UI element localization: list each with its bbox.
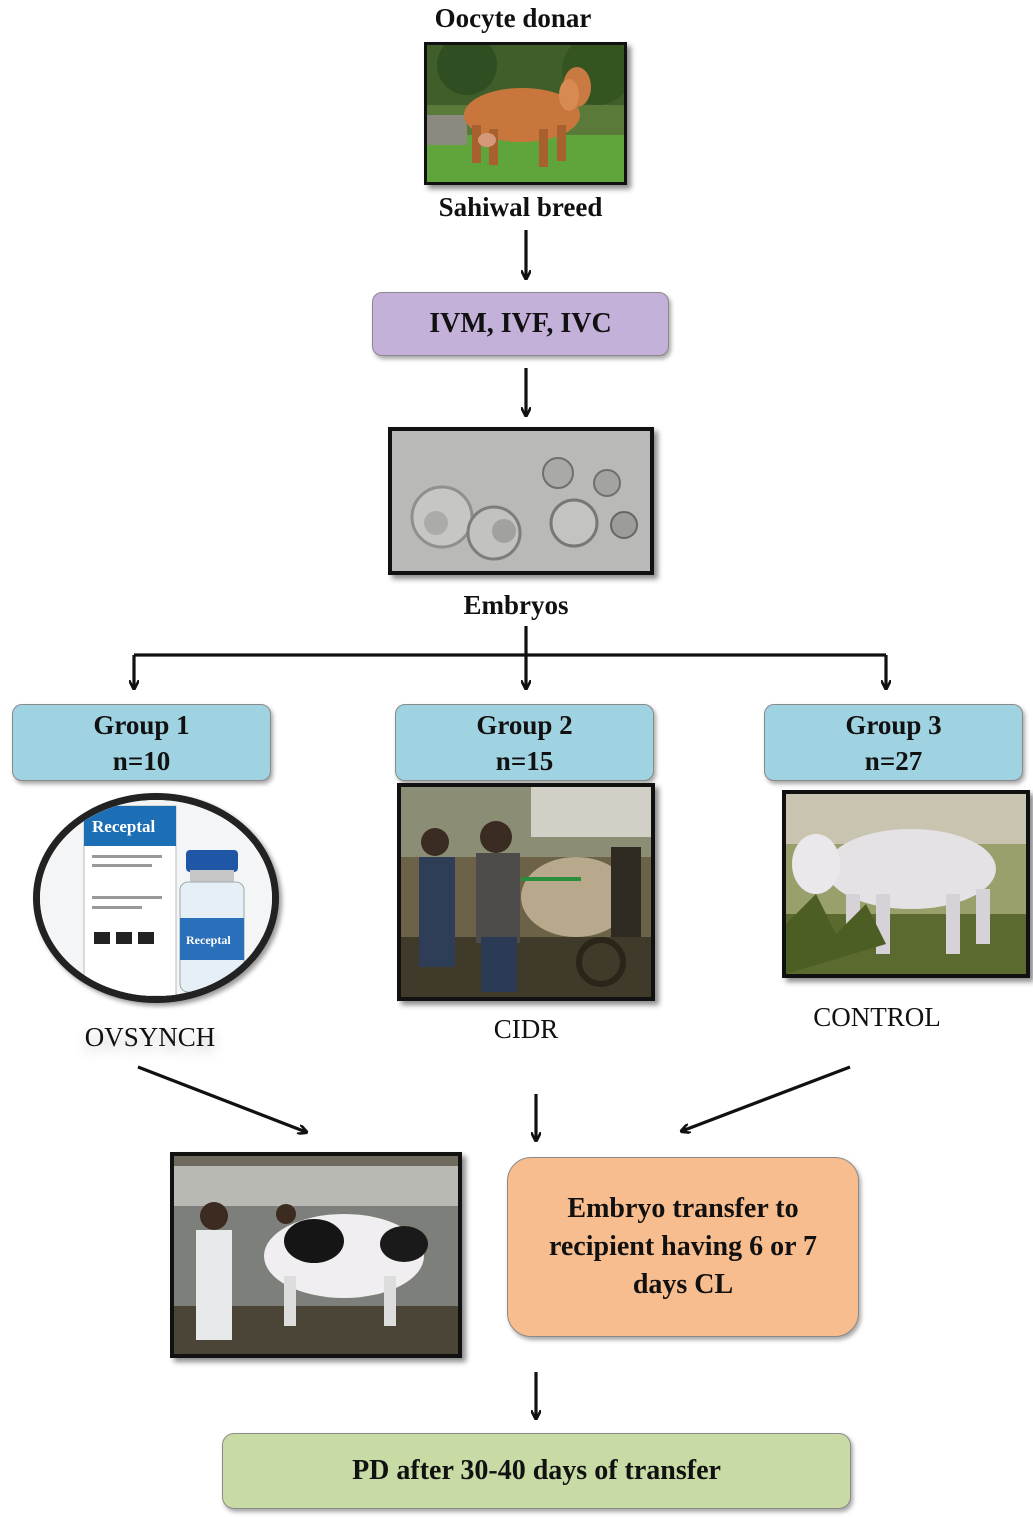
process-box: IVM, IVF, IVC <box>372 292 669 356</box>
cidr-procedure-photo-icon <box>397 783 655 1001</box>
group2-n: n=15 <box>495 745 554 776</box>
vial-brand-text: Receptal <box>92 817 156 836</box>
embryo-microscopy-icon <box>388 427 654 575</box>
transfer-text: Embryo transfer to recipient having 6 or… <box>548 1193 818 1300</box>
process-label: IVM, IVF, IVC <box>429 308 612 339</box>
group3-n: n=27 <box>864 745 923 776</box>
pd-text: PD after 30-40 days of transfer <box>352 1455 721 1486</box>
group2-title: Group 2 <box>476 709 573 740</box>
donor-heading: Oocyte donar <box>434 3 592 33</box>
group1-n: n=10 <box>112 745 171 776</box>
control-cow-photo-icon <box>782 790 1030 978</box>
group1-box: Group 1 n=10 <box>12 704 271 781</box>
arrow-group3-to-transfer <box>682 1065 851 1131</box>
group2-treatment: CIDR <box>493 1014 559 1044</box>
embryos-label: Embryos <box>463 590 569 620</box>
group3-title: Group 3 <box>845 709 942 740</box>
embryo-transfer-photo-icon <box>170 1152 462 1358</box>
arrow-group1-to-transfer <box>137 1065 306 1132</box>
group3-box: Group 3 n=27 <box>764 704 1023 781</box>
transfer-box: Embryo transfer to recipient having 6 or… <box>507 1157 859 1337</box>
pd-box: PD after 30-40 days of transfer <box>222 1433 851 1509</box>
group1-title: Group 1 <box>93 709 190 740</box>
donor-breed: Sahiwal breed <box>438 192 603 222</box>
receptal-vial-icon: Receptal Receptal <box>33 793 279 1003</box>
cow-photo-icon <box>424 42 627 185</box>
vial-label-text: Receptal <box>186 933 231 947</box>
group1-treatment: OVSYNCH <box>84 1022 216 1052</box>
group2-box: Group 2 n=15 <box>395 704 654 781</box>
group3-treatment: CONTROL <box>813 1002 941 1032</box>
